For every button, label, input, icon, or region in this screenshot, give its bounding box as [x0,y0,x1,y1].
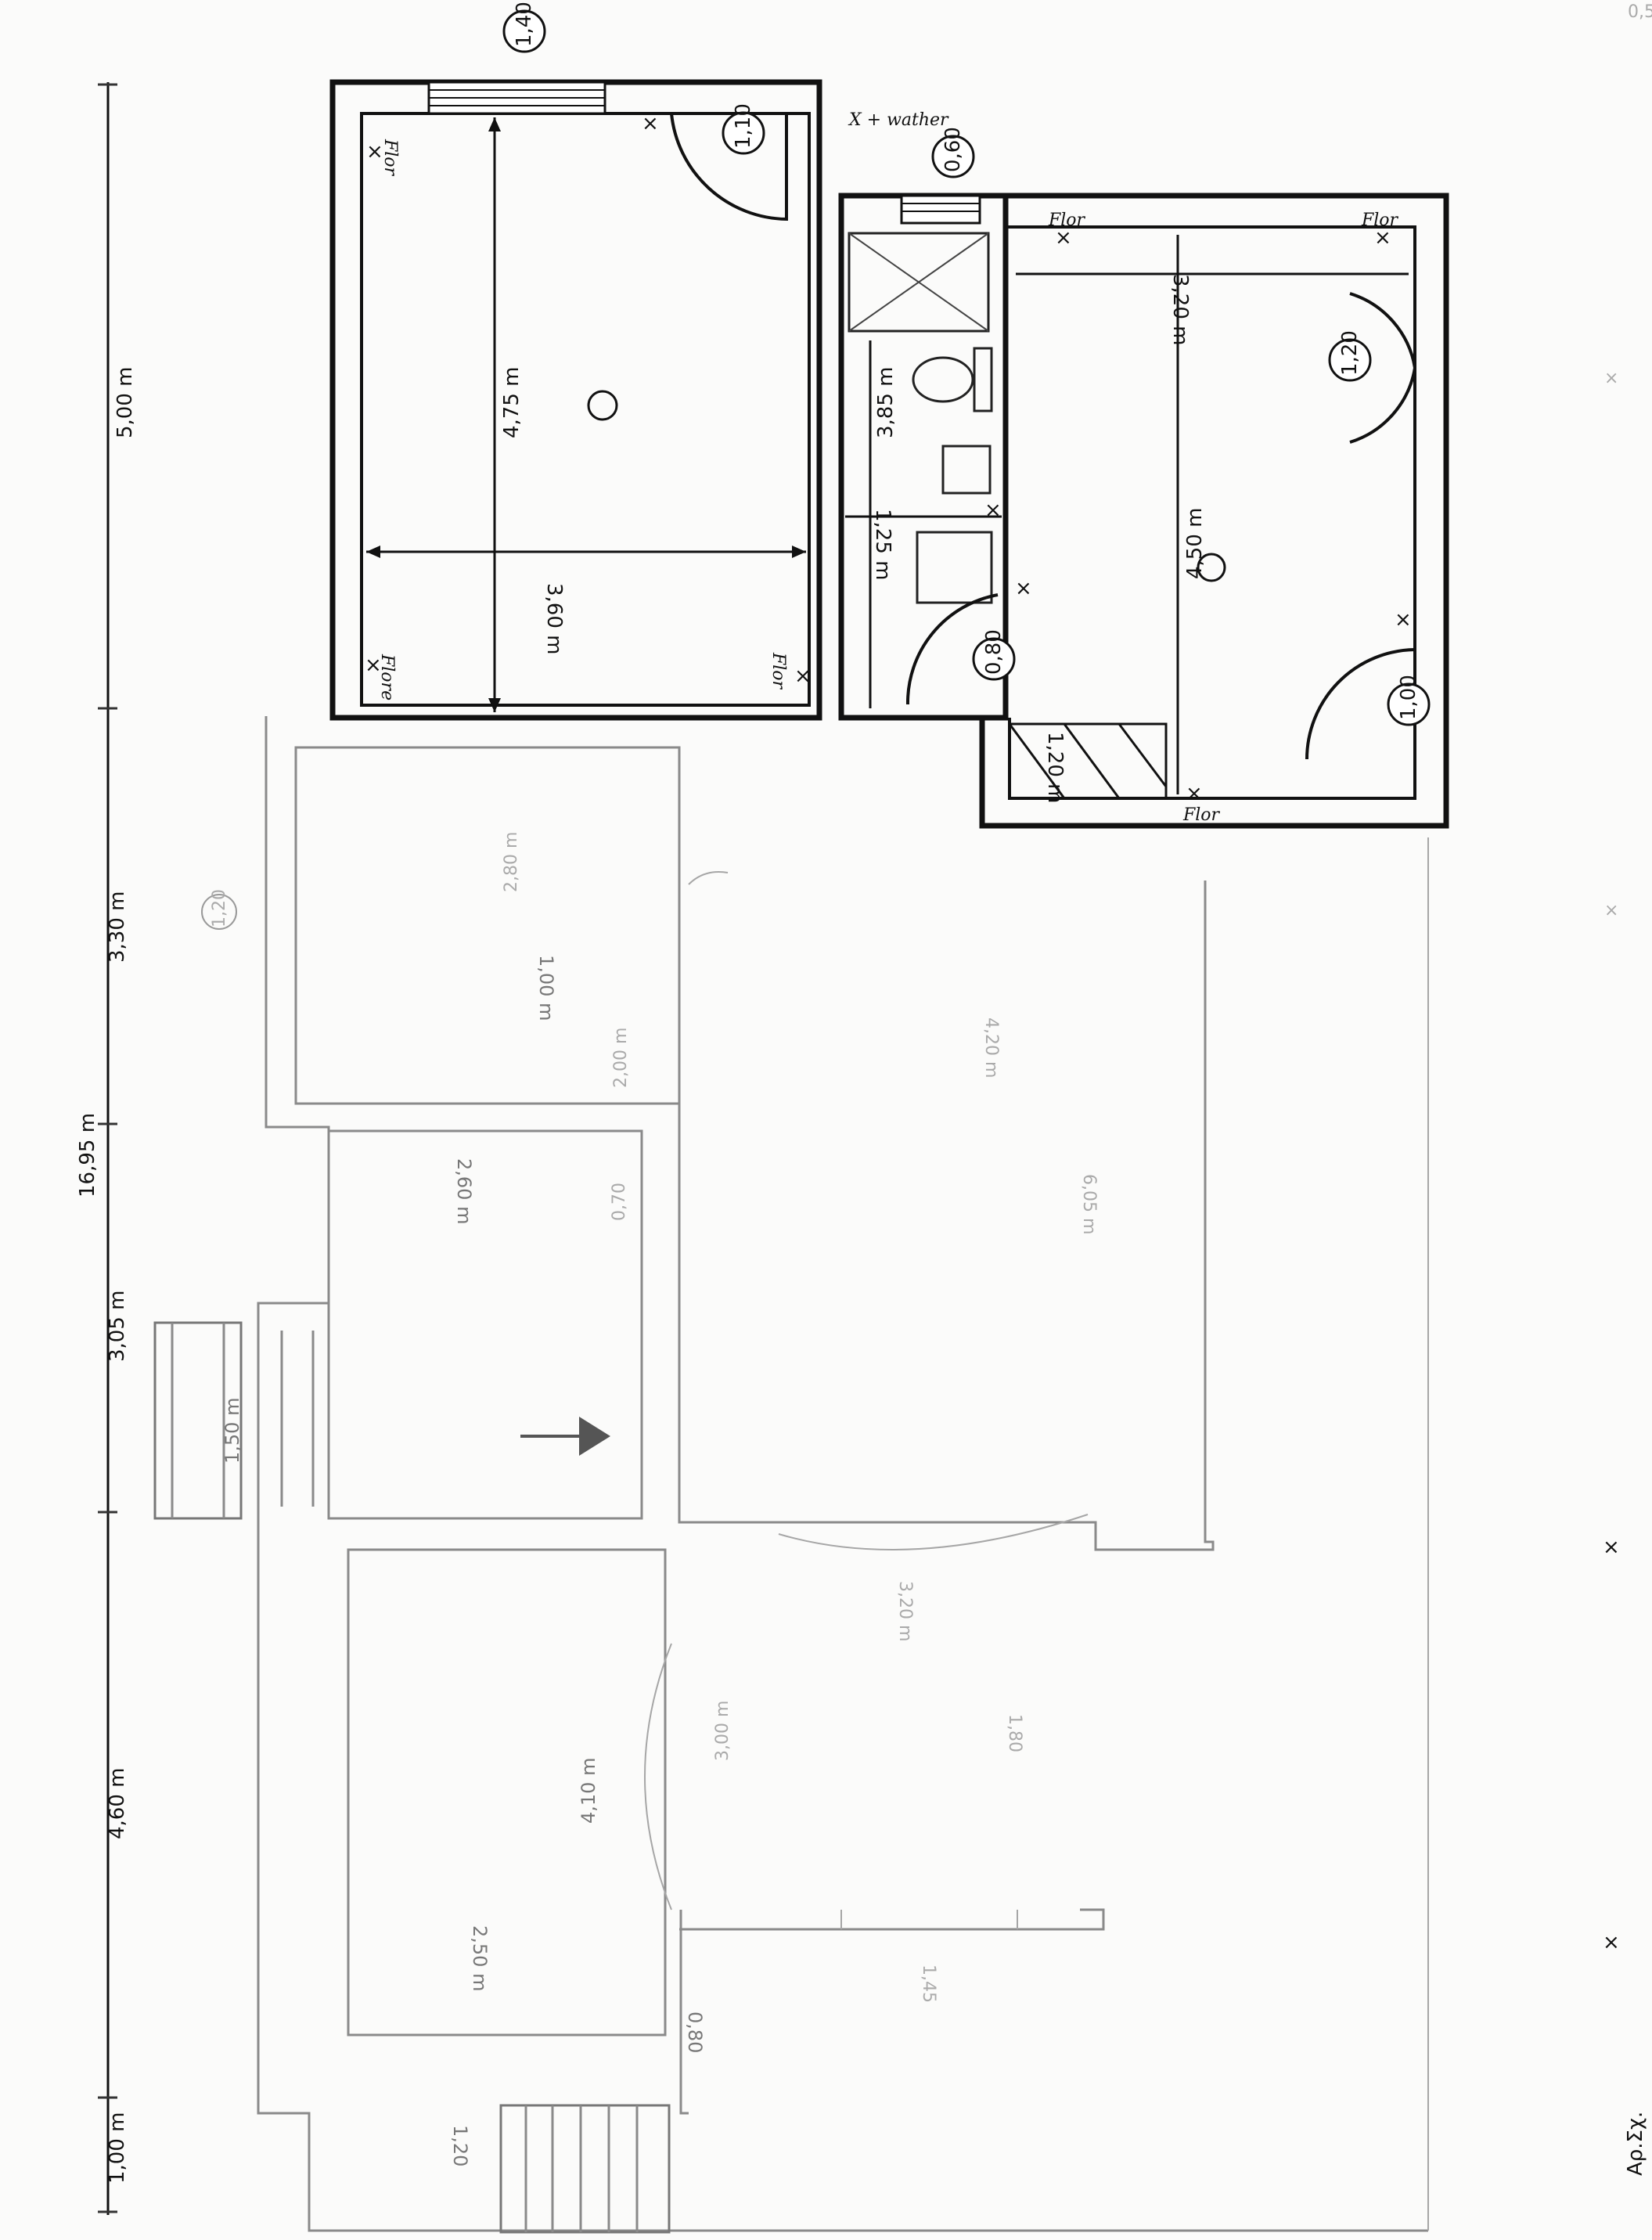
window-bath [900,194,981,225]
edge-tick: × [1603,1536,1620,1559]
bathroom-width: 1,25 m [871,509,894,580]
floor-note: Flor [768,652,788,690]
opening-label: 1,20 [210,889,229,927]
bedroom-right-width: 3,20 m [1168,274,1192,345]
existing-plan: 1,50 m 2,80 m 1,00 m 2,00 m 1,20 2,60 m … [153,369,1620,2234]
bedroom-right: 1,20 m 4,50 m 3,20 m 1,20 1,00 Flor Flor… [979,193,1449,829]
living-depth: 4,20 m [981,1017,1001,1078]
outlet-icon: × [794,664,812,688]
ceiling-light-icon [587,390,618,421]
bedroom-top-width: 3,60 m [542,583,566,654]
room-c-side: 3,00 m [713,1701,732,1761]
outlet-icon: × [1395,608,1412,632]
room-c-door: 0,80 [684,2011,706,2053]
scan-shadow [0,0,180,2240]
outlet-icon: × [1374,226,1391,250]
room-a-extra: 2,00 m [611,1028,631,1088]
outlet-icon: × [984,499,1002,522]
floor-note: Flor [1182,805,1221,825]
door-top-label: 1,10 [732,103,755,149]
edge-tick: × [1603,1931,1620,1954]
outlet-icon: × [1015,577,1032,600]
edge-tick: × [1604,369,1618,388]
outlet-note: X + wather [848,110,949,130]
outlet-icon: × [366,140,383,164]
dim-3-05: 3,05 m [106,1291,129,1362]
room-b-side: 0,70 [610,1183,629,1221]
outlet-icon: × [1186,782,1203,805]
stair-hatch [1008,722,1168,800]
washer-icon [916,531,993,604]
overall-dimension-chain: 1,00 m 4,60 m 3,05 m 16,95 m 3,30 m 5,00… [76,82,137,2215]
room-b-width: 2,60 m [453,1158,475,1224]
bedroom-right-depth: 4,50 m [1183,508,1207,579]
sink-icon [941,445,992,495]
shower-tray [848,232,990,333]
entry-arrow-icon [579,1417,610,1456]
floor-note: Flore [377,654,397,700]
bathroom-depth: 3,85 m [874,367,898,438]
floor-note: Flor [380,139,400,177]
stairs-label: 1,20 [449,2125,471,2166]
toilet-icon [912,356,974,403]
outlet-icon: × [642,112,659,135]
lower-stairs [499,2104,671,2234]
bedroom-top: 4,75 m 3,60 m × × × × Flor Flore Flor 1,… [329,2,822,721]
entrance-step [153,1321,243,1520]
floor-note: Flor [1361,211,1399,230]
room-a-depth: 1,00 m [535,955,557,1021]
living-length: 6,05 m [1079,1174,1099,1234]
door-right-top-label: 1,20 [1338,330,1362,376]
stair-width: 1,20 m [1043,732,1067,803]
edge-tick: × [1604,901,1618,920]
door-right-bottom-label: 1,00 [1397,675,1420,720]
floor-note: Flor [1048,211,1086,230]
bedroom-top-depth: 4,75 m [500,367,524,438]
misc-1-45: 1,45 [919,1965,938,2003]
door-bath-label: 0,80 [982,629,1006,675]
dim-16-95: 16,95 m [76,1113,99,1197]
dim-4-60: 4,60 m [106,1768,129,1839]
misc-1-80: 1,80 [1005,1714,1024,1752]
corner-label: 0,5 [1628,2,1652,22]
ceiling-light-icon [1197,553,1226,582]
dim-3-30: 3,30 m [106,891,129,963]
dim-1-00: 1,00 m [106,2112,129,2184]
drawing-number-label: Αρ.Σχ. [1624,2112,1647,2176]
room-c-depth: 4,10 m [578,1758,599,1824]
outlet-icon: × [1055,226,1072,250]
window-top-label: 1,40 [513,2,536,47]
window-bath-label: 0,60 [941,127,965,172]
dim-5-00: 5,00 m [113,367,137,438]
bathroom: 3,85 m 1,25 m 0,60 0,80 X + wather × × [838,110,1032,721]
living-arch: 3,20 m [895,1581,915,1641]
entrance-width: 1,50 m [221,1398,243,1464]
room-c-width: 2,50 m [469,1925,491,1991]
outlet-icon: × [365,654,382,677]
room-a-width: 2,80 m [502,832,521,892]
